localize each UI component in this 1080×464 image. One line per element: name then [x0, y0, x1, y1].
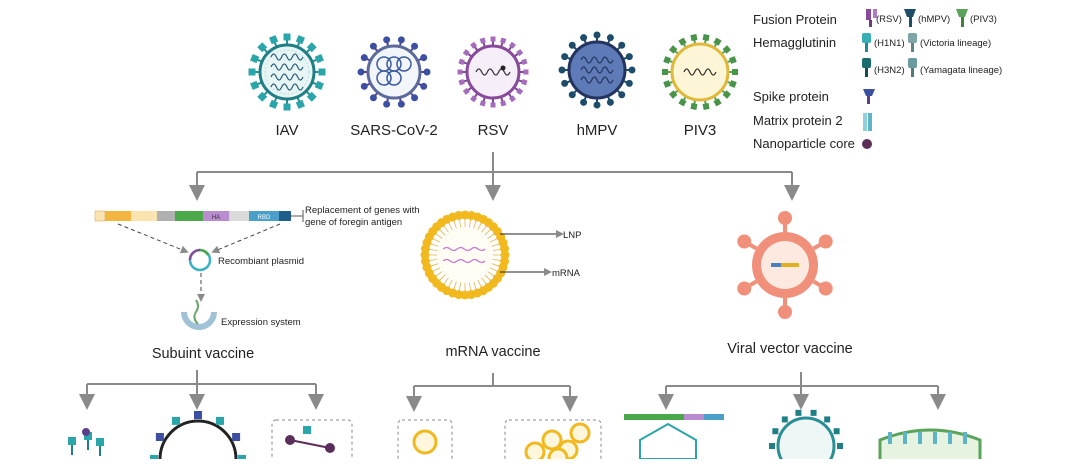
lnp-particle-icon [420, 210, 510, 300]
fusion-piv3-icon [956, 9, 968, 27]
replacement-text-2: gene of foregin antigen [305, 217, 402, 228]
viral-vector-icon [737, 211, 833, 319]
legend-h3n2: (H3N2) [874, 65, 905, 76]
piv3-virus-icon [662, 34, 738, 110]
expression-system-label: Expression system [221, 317, 301, 328]
fusion-hmpv-icon [904, 9, 916, 27]
legend-matrix-protein-2: Matrix protein 2 [753, 113, 843, 128]
iav-virus-icon [248, 33, 326, 111]
mrna-vaccine-title: mRNA vaccine [445, 344, 540, 360]
gene-rbd-label: RBD [258, 215, 271, 221]
ha-yamagata-icon [908, 58, 917, 77]
lower-branch-connectors [79, 370, 946, 412]
expression-system-icon [181, 299, 217, 330]
ha-h3n2-icon [862, 58, 871, 77]
bottom-icons-row [68, 409, 982, 464]
legend-fusion-rsv: (RSV) [876, 14, 902, 25]
legend-nanoparticle-core: Nanoparticle core [753, 136, 855, 151]
legend-h1n1: (H1N1) [874, 38, 905, 49]
virus-label-rsv: RSV [478, 122, 509, 139]
virus-label-piv3: PIV3 [684, 122, 717, 139]
rsv-virus-icon [457, 36, 529, 108]
mrna-label: mRNA [552, 268, 581, 279]
subunit-vaccine-title: Subuint vaccine [152, 346, 254, 362]
legend-victoria: (Victoria lineage) [920, 38, 991, 49]
lnp-label: LNP [563, 230, 581, 241]
legend-fusion-hmpv: (hMPV) [918, 14, 950, 25]
ha-h1n1-icon [862, 33, 871, 52]
replacement-text: Replacement of genes with [305, 205, 420, 216]
gene-ha-label: HA [212, 215, 220, 221]
top-branch-connectors [189, 152, 800, 201]
sars-cov-2-virus-icon [357, 36, 431, 108]
legend-hemagglutinin: Hemagglutinin [753, 35, 836, 50]
spike-icon [863, 89, 875, 104]
nanoparticle-core-icon [862, 139, 872, 149]
legend-yamagata: (Yamagata lineage) [920, 65, 1002, 76]
virus-label-hmpv: hMPV [577, 122, 618, 139]
legend-spike-protein: Spike protein [753, 89, 829, 104]
subunit-gene-bar: HA RBD [94, 210, 304, 222]
matrix-protein-icon [863, 113, 872, 131]
legend-fusion-protein: Fusion Protein [753, 12, 837, 27]
hmpv-virus-icon [558, 31, 636, 109]
virus-label-iav: IAV [275, 122, 298, 139]
legend: Fusion Protein (RSV) (hMPV) (PIV3) Hemag… [753, 9, 1002, 151]
virus-label-sars-cov-2: SARS-CoV-2 [350, 122, 438, 139]
fusion-rsv-icon [866, 9, 877, 27]
plasmid-dashed-arrows [117, 223, 281, 302]
legend-fusion-piv3: (PIV3) [970, 14, 997, 25]
ha-victoria-icon [908, 33, 917, 52]
recombinant-plasmid-label: Recombiant plasmid [218, 256, 304, 267]
recombinant-plasmid-icon [188, 248, 212, 272]
viral-vector-vaccine-title: Viral vector vaccine [727, 341, 852, 357]
